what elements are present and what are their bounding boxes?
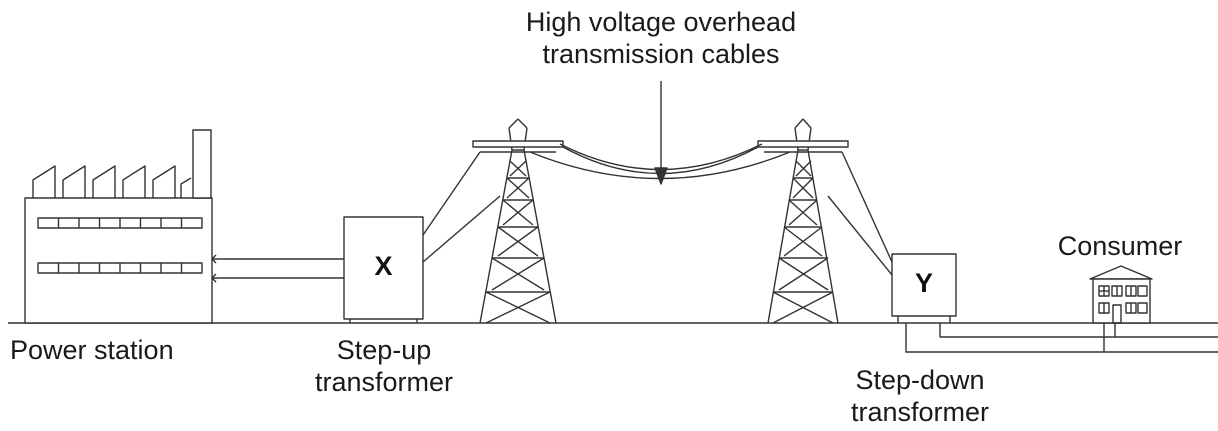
pylon-right xyxy=(757,118,849,324)
transformer-x-letter: X xyxy=(374,251,393,281)
consumer-label: Consumer xyxy=(1057,231,1183,261)
power-station xyxy=(24,129,213,324)
cables-label: High voltage overhead transmission cable… xyxy=(461,6,861,70)
step-down-label-line2: transformer xyxy=(850,397,990,427)
cables-label-line1: High voltage overhead xyxy=(525,7,797,37)
x-to-tower-cables xyxy=(422,151,501,263)
transformer-y-letter: Y xyxy=(914,268,933,298)
pylon-left xyxy=(472,118,564,324)
step-up-label-line2: transformer xyxy=(314,367,454,397)
step-up-label-line1: Step-up xyxy=(336,335,432,365)
tower-to-y-cables xyxy=(827,151,893,276)
step-down-transformer-box xyxy=(891,253,957,323)
step-down-label: Step-down transformer xyxy=(825,364,1015,428)
step-up-transformer-box xyxy=(343,216,424,323)
step-down-label-line1: Step-down xyxy=(855,365,985,395)
step-up-label: Step-up transformer xyxy=(294,334,474,398)
station-to-x-cables xyxy=(211,254,344,283)
power-station-label: Power station xyxy=(10,335,174,365)
cables-arrow xyxy=(654,81,668,185)
cables-label-line2: transmission cables xyxy=(542,39,780,69)
underground-cables xyxy=(905,323,1218,353)
consumer-house xyxy=(1089,265,1153,324)
